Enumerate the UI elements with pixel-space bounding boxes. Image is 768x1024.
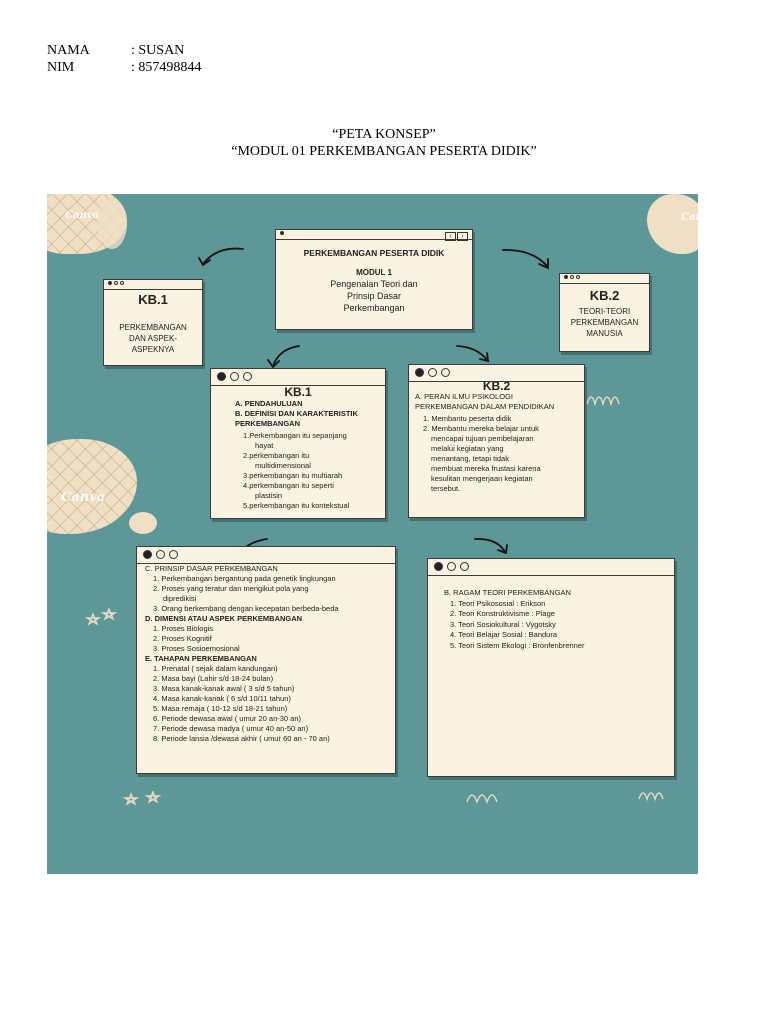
kb1-small-card: KB.1 PERKEMBANGAN DAN ASPEK- ASPEKNYA <box>103 279 203 366</box>
decor-blob <box>97 199 127 249</box>
kb2-small-heading: KB.2 <box>589 288 620 303</box>
b-list-1: 1. Teori Psikososial : Erikson <box>450 598 546 608</box>
kb2-list-2: 2. Membantu mereka belajar untuk <box>423 424 539 433</box>
main-line-1: Pengenalan Teori dan <box>330 279 418 289</box>
kb1-small-line-2: DAN ASPEK- <box>128 334 177 343</box>
nim-row: NIM : 857498844 <box>47 60 201 76</box>
main-line-2: Prinsip Dasar <box>346 291 402 301</box>
kb1-list-1: 1.Perkembangan itu sepanjang <box>243 431 347 440</box>
d-list-1: 1. Proses Biologis <box>153 624 214 633</box>
left-bottom-card: C. PRINSIP DASAR PERKEMBANGAN 1. Perkemb… <box>136 546 396 774</box>
d-list-3: 3. Proses Sosioemosional <box>153 644 240 653</box>
kb1-small-heading: KB.1 <box>138 292 168 307</box>
e-list-3: 3. Masa kanak-kanak awal ( 3 s/d 5 tahun… <box>153 684 295 693</box>
right-bottom-card: B. RAGAM TEORI PERKEMBANGAN 1. Teori Psi… <box>427 558 675 777</box>
arrow-to-kb1 <box>202 247 244 265</box>
e-list-4: 4. Masa kanak-kanak ( 6 s/d 10/11 tahun) <box>153 694 291 703</box>
c-list-2: 2. Proses yang teratur dan mengikut pola… <box>153 584 309 593</box>
kb2-list-1: 1. Membantu peserta didik <box>423 414 512 423</box>
kb2-item-a: A. PERAN ILMU PSIKOLOGI <box>415 392 513 401</box>
kb1-list-3: 3.perkembangan itu multiarah <box>243 471 343 480</box>
b-list-2: 2. Teori Konstruktivisme : Piage <box>450 609 555 618</box>
back-icon: ‹ <box>445 232 456 241</box>
kb1-small-line-3: ASPEKNYA <box>131 345 175 354</box>
main-heading: PERKEMBANGAN PESERTA DIDIK <box>303 248 445 258</box>
d-list-2: 2. Proses Kognitif <box>153 634 212 643</box>
decor-blob <box>129 512 157 534</box>
kb2-list-2e: membuat mereka frustasi karena <box>431 464 541 473</box>
e-heading: E. TAHAPAN PERKEMBANGAN <box>145 654 257 663</box>
kb1-list-4b: plastisin <box>255 491 283 500</box>
kb2-list-2f: kesulitan mengerjaan kegiatan <box>431 474 533 483</box>
nim-label: NIM <box>47 60 75 75</box>
b-list-3: 3. Teori Sosiokultural : Vygotsky <box>450 619 556 629</box>
decor-arrows <box>84 247 664 806</box>
e-list-2: 2. Masa bayi (Lahir s/d 18-24 bulan) <box>153 674 274 683</box>
nama-row: NAMA : SUSAN <box>47 43 184 59</box>
kb2-small-line-3: MANUSIA <box>586 329 623 338</box>
arrow-to-kb2-card <box>456 345 488 361</box>
kb1-list-2: 2.perkembangan itu <box>243 451 310 460</box>
c-list-3: 3. Orang berkembang dengan kecepatan ber… <box>153 604 339 613</box>
kb2-detail-card: KB.2 A. PERAN ILMU PSIKOLOGI PERKEMBANGA… <box>408 364 585 518</box>
nim-value: : 857498844 <box>131 60 202 75</box>
c-heading: C. PRINSIP DASAR PERKEMBANGAN <box>145 564 278 573</box>
window-bar <box>428 559 674 576</box>
kb2-detail-heading: KB.2 <box>482 379 511 393</box>
e-list-1: 1. Prenatal ( sejak dalam kandungan) <box>153 664 278 673</box>
c-list-2b: dipredikisi <box>163 594 197 603</box>
c-list-1: 1. Perkembangan bergantung pada genetik … <box>153 574 336 583</box>
watermark-2: Canva <box>61 490 106 505</box>
e-list-8: 8. Periode lansia /dewasa akhir ( umur 6… <box>153 734 330 743</box>
concept-map-poster: Canva Canva Canva <box>47 194 698 874</box>
title-line-2: “MODUL 01 PERKEMBANGAN PESERTA DIDIK” <box>231 144 537 159</box>
window-bar <box>560 274 649 284</box>
b-list-4: 4. Teori Belajar Sosial : Bandura <box>450 630 558 639</box>
arrow-to-kb2 <box>502 249 548 267</box>
kb1-item-a: A. PENDAHULUAN <box>235 399 303 408</box>
window-bar: ‹ › <box>276 230 472 241</box>
forward-icon: › <box>457 232 468 241</box>
kb1-item-b: B. DEFINISI DAN KARAKTERISTIK <box>235 409 358 418</box>
d-heading: D. DIMENSI ATAU ASPEK PERKEMBANGAN <box>145 614 303 623</box>
arrow-to-kb1-card <box>272 345 300 367</box>
kb2-list-2b: mencapai tujuan pembelajaran <box>431 434 534 443</box>
watermark-3: Canva <box>681 212 698 223</box>
kb1-list-5: 5.perkembangan itu kontekstual <box>243 501 350 510</box>
e-list-6: 6. Periode dewasa awal ( umur 20 an-30 a… <box>153 714 302 723</box>
window-bar <box>409 365 584 382</box>
main-card: ‹ › PERKEMBANGAN PESERTA DIDIK MODUL 1 P… <box>275 229 473 330</box>
kb1-list-1b: hayat <box>255 441 274 450</box>
kb2-small-card: KB.2 TEORI-TEORI PERKEMBANGAN MANUSIA <box>559 273 650 352</box>
title-line-1: “PETA KONSEP” <box>332 127 436 142</box>
kb1-detail-card: KB.1 A. PENDAHULUAN B. DEFINISI DAN KARA… <box>210 368 386 519</box>
watermark-1: Canva <box>65 210 99 221</box>
kb2-item-a2: PERKEMBANGAN DALAM PENDIDIKAN <box>415 402 555 411</box>
b-list-5: 5. Teori Sistem Ekologi : Bronfenbrenner <box>450 640 585 650</box>
kb1-list-4: 4.perkembangan itu seperti <box>243 481 334 490</box>
kb1-item-b2: PERKEMBANGAN <box>235 419 301 428</box>
kb2-small-line-2: PERKEMBANGAN <box>570 318 639 327</box>
kb2-list-2c: melalui kegiatan yang <box>431 444 504 453</box>
arrow-to-right-bottom <box>474 538 506 553</box>
b-heading: B. RAGAM TEORI PERKEMBANGAN <box>444 588 571 597</box>
main-modul: MODUL 1 <box>356 268 392 277</box>
kb2-small-line-1: TEORI-TEORI <box>578 307 631 316</box>
kb1-small-line-1: PERKEMBANGAN <box>119 323 187 332</box>
window-bar <box>137 547 395 564</box>
kb1-list-2b: multidimensional <box>255 461 311 470</box>
kb1-detail-heading: KB.1 <box>284 385 312 399</box>
kb2-list-2d: menantang, tetapi tidak <box>431 454 509 463</box>
nama-value: : SUSAN <box>131 43 185 58</box>
e-list-7: 7. Periode dewasa madya ( umur 40 an-50 … <box>153 724 309 733</box>
window-bar <box>104 280 202 290</box>
window-bar <box>211 369 385 386</box>
e-list-5: 5. Masa remaja ( 10-12 s/d 18-21 tahun) <box>153 704 288 713</box>
kb2-list-2g: tersebut. <box>431 484 461 493</box>
nama-label: NAMA <box>47 43 90 58</box>
main-line-3: Perkembangan <box>343 303 405 313</box>
